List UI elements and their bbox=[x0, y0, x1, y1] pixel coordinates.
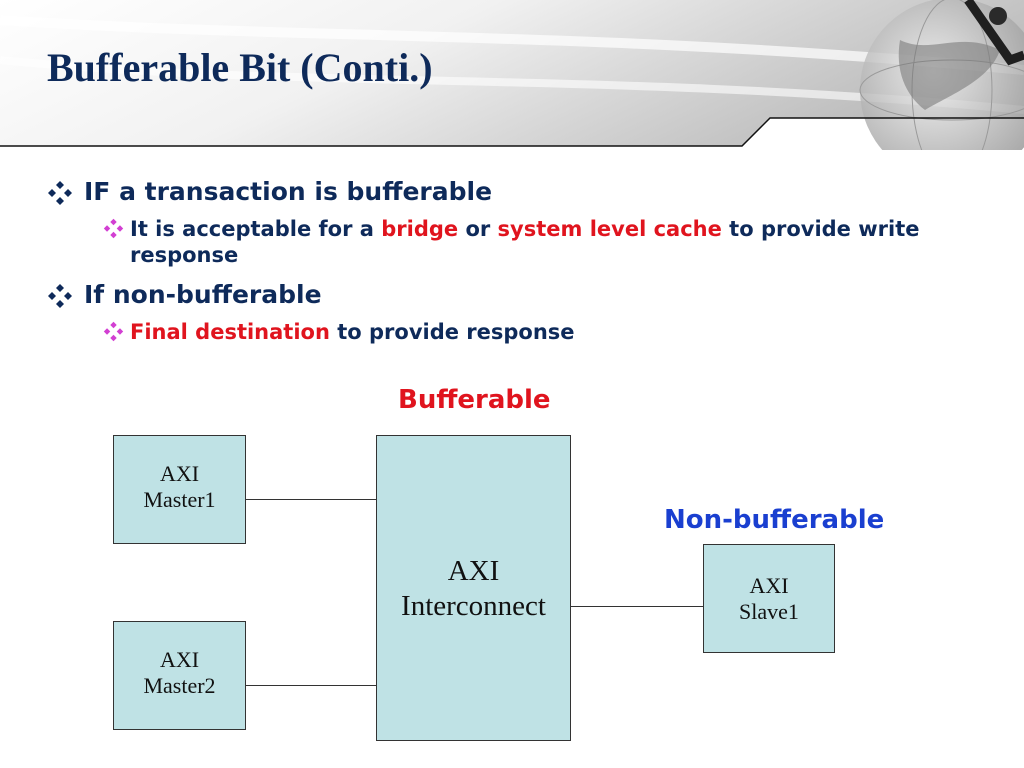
box-label: AXI bbox=[447, 555, 500, 587]
label-bufferable: Bufferable bbox=[398, 385, 551, 415]
text-run: It is acceptable for a bbox=[130, 217, 382, 241]
sub-bullet-text: response bbox=[130, 243, 239, 267]
bullet-1: IF a transaction is bufferable bbox=[47, 177, 492, 206]
label-non-bufferable: Non-bufferable bbox=[664, 505, 885, 535]
diamond-bullet-icon bbox=[48, 181, 72, 205]
bullet-text: If non-bufferable bbox=[84, 280, 322, 309]
box-label: Interconnect bbox=[401, 589, 546, 622]
box-label: Master1 bbox=[143, 487, 216, 513]
sub-bullet-text: Final destination to provide response bbox=[130, 320, 575, 344]
box-label: Slave1 bbox=[739, 599, 799, 625]
box-label: Master2 bbox=[143, 673, 216, 699]
connector-interconnect-slave1 bbox=[571, 606, 704, 607]
sub-bullet-2: Final destination to provide response bbox=[103, 320, 575, 344]
globe-icon bbox=[859, 0, 1024, 150]
highlight-bridge: bridge bbox=[381, 217, 459, 241]
axi-interconnect-box: AXI Interconnect bbox=[376, 435, 571, 741]
bullet-2: If non-bufferable bbox=[47, 280, 322, 309]
diamond-bullet-icon bbox=[103, 218, 124, 239]
diamond-bullet-icon bbox=[103, 321, 124, 342]
header-banner bbox=[0, 0, 1024, 150]
axi-slave1-box: AXI Slave1 bbox=[703, 544, 835, 653]
bullet-text: IF a transaction is bufferable bbox=[84, 177, 493, 206]
diamond-bullet-icon bbox=[48, 284, 72, 308]
text-run: or bbox=[458, 217, 498, 241]
box-label: AXI bbox=[159, 461, 200, 486]
highlight-final-destination: Final destination bbox=[130, 320, 330, 344]
highlight-system-level-cache: system level cache bbox=[497, 217, 722, 241]
sub-bullet-1-continued: response bbox=[130, 243, 238, 267]
axi-master1-box: AXI Master1 bbox=[113, 435, 246, 544]
text-run: to provide response bbox=[329, 320, 575, 344]
sub-bullet-1: It is acceptable for a bridge or system … bbox=[103, 217, 919, 241]
connector-master2-interconnect bbox=[246, 685, 377, 686]
axi-master2-box: AXI Master2 bbox=[113, 621, 246, 730]
box-label: AXI bbox=[159, 647, 200, 672]
sub-bullet-text: It is acceptable for a bridge or system … bbox=[130, 217, 919, 241]
text-run: to provide write bbox=[721, 217, 920, 241]
box-label: AXI bbox=[749, 573, 789, 598]
slide-title: Bufferable Bit (Conti.) bbox=[47, 45, 433, 90]
connector-master1-interconnect bbox=[246, 499, 377, 500]
